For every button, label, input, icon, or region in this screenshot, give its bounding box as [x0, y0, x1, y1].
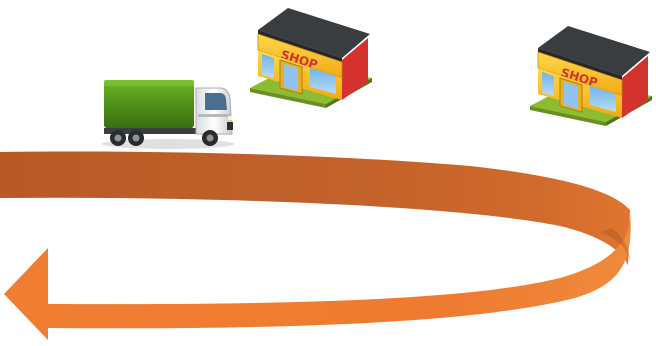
shop-icon: SHOP	[250, 8, 372, 108]
u-turn-arrow-icon	[0, 152, 631, 340]
arrow-front-band	[48, 210, 631, 328]
shop-icon: SHOP	[530, 26, 652, 126]
delivery-truck-icon	[102, 80, 234, 149]
arrow-back-band	[0, 152, 630, 266]
arrowhead	[4, 248, 48, 340]
truck-cargo-box	[104, 80, 194, 128]
truck-window	[205, 93, 227, 110]
